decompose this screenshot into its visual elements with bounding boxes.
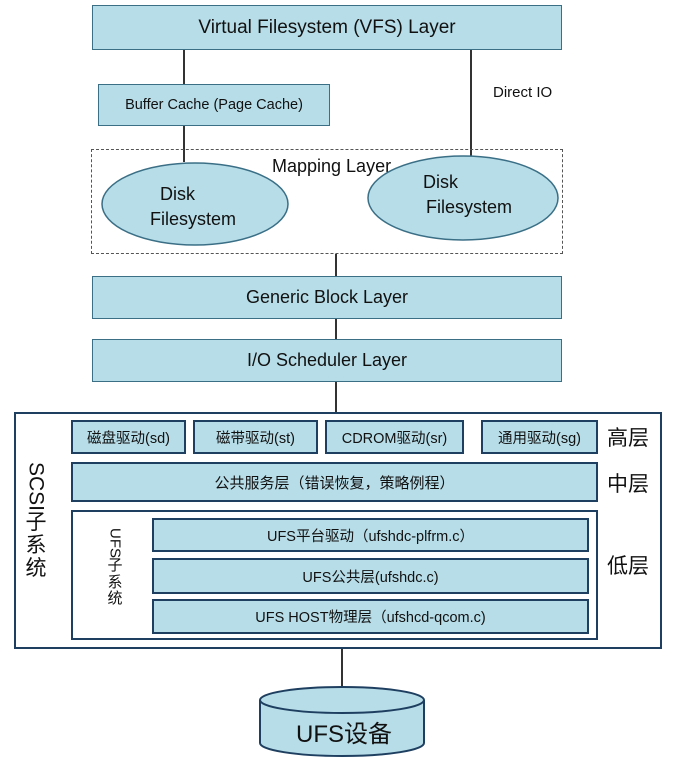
driver-sr: CDROM驱动(sr) [325, 420, 464, 454]
buffer-cache: Buffer Cache (Page Cache) [98, 84, 330, 126]
line-mapping-block [335, 254, 337, 276]
line-block-scheduler [335, 319, 337, 339]
cylinder-top [259, 686, 425, 714]
ufs-device-label: UFS设备 [296, 721, 392, 748]
scsi-title-part-4: 统 [25, 557, 47, 581]
disk-filesystem-right-line1: Disk [423, 172, 458, 192]
disk-filesystem-right-shape [367, 155, 559, 241]
io-scheduler-layer: I/O Scheduler Layer [92, 339, 562, 382]
line-direct-io [470, 50, 472, 163]
ufs-title-part-1: UFS [106, 528, 124, 558]
ufs-common-layer: UFS公共层(ufshdc.c) [152, 558, 589, 594]
mapping-layer-label: Mapping Layer [272, 156, 392, 176]
scsi-title-part-2: 子 [25, 511, 47, 535]
disk-filesystem-left-line2: Filesystem [150, 209, 237, 229]
low-level-label: 低层 [607, 555, 649, 578]
vfs-layer: Virtual Filesystem (VFS) Layer [92, 5, 562, 50]
scsi-title-part-1: SCSI [24, 462, 48, 512]
driver-sg: 通用驱动(sg) [481, 420, 598, 454]
disk-filesystem-left-shape [101, 162, 289, 246]
line-scsi-device [341, 649, 343, 687]
ufs-title-part-3: 系 [107, 573, 123, 591]
line-vfs-buffer [183, 50, 185, 85]
mapping-layer-region [91, 149, 563, 254]
ufs-title-part-2: 子 [107, 557, 123, 574]
ufs-subsystem-title: UFS 子 系 统 [102, 528, 128, 608]
driver-sd: 磁盘驱动(sd) [71, 420, 186, 454]
ufs-platform-driver: UFS平台驱动（ufshdc-plfrm.c） [152, 518, 589, 552]
generic-block-layer: Generic Block Layer [92, 276, 562, 319]
ufs-title-part-4: 统 [107, 590, 123, 607]
ufs-host-phy-layer: UFS HOST物理层（ufshcd-qcom.c) [152, 599, 589, 634]
scsi-subsystem-title: SCSI 子 系 统 [20, 462, 52, 580]
common-service-layer: 公共服务层（错误恢复，策略例程） [71, 462, 598, 502]
high-level-label: 高层 [607, 427, 649, 450]
direct-io-label: Direct IO [493, 84, 553, 101]
disk-filesystem-left-line1: Disk [160, 184, 195, 204]
scsi-title-part-3: 系 [25, 534, 47, 558]
cylinder-body [259, 700, 425, 757]
disk-filesystem-right-line2: Filesystem [426, 197, 513, 217]
line-scheduler-scsi [335, 382, 337, 412]
mid-level-label: 中层 [607, 473, 649, 496]
driver-st: 磁带驱动(st) [193, 420, 318, 454]
line-buffer-disk-left [183, 126, 185, 162]
